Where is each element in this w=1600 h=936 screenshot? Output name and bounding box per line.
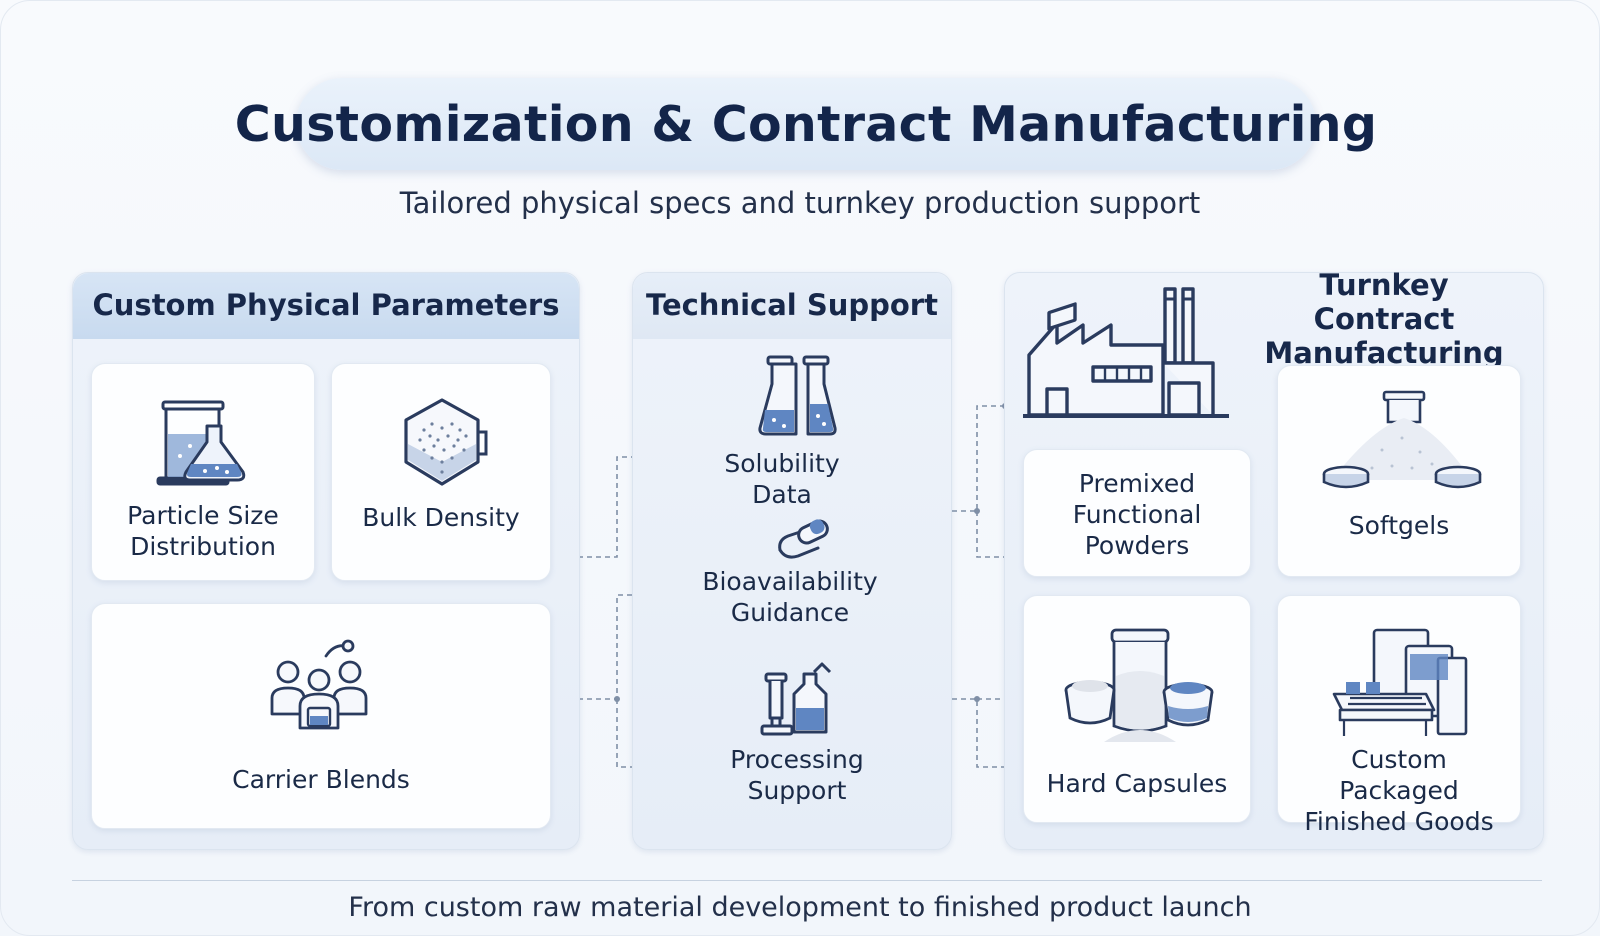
card-premixed-functional-powders: Premixed Functional Powders [1023, 449, 1251, 577]
footer-divider [72, 880, 1542, 881]
card-label-softgels: Softgels [1348, 511, 1450, 540]
item-label-solubility: Solubility Data [724, 449, 840, 509]
panel-title-custom-physical: Custom Physical Parameters [73, 273, 579, 339]
powder-cube-icon [404, 398, 488, 486]
card-label-premixed: Premixed Functional Powders [1072, 469, 1202, 560]
page-subtitle: Tailored physical specs and turnkey prod… [399, 186, 1201, 220]
card-label-carrier-blends: Carrier Blends [232, 765, 410, 794]
capsule-hand-icon [778, 519, 829, 559]
factory-icon [1023, 287, 1229, 418]
item-label-bioavailability: Bioavailability Guidance [702, 567, 878, 627]
card-softgels: Softgels [1277, 365, 1521, 577]
beaker-flask-icon [156, 400, 246, 486]
powder-jars-icon [1064, 628, 1214, 742]
card-particle-size-distribution: Particle Size Distribution [91, 363, 315, 581]
panel-custom-physical-parameters: Custom Physical Parameters Particle Size… [72, 272, 580, 850]
packaging-line-icon [1332, 628, 1468, 736]
powder-pile-icon [1322, 390, 1482, 489]
card-label-hard-capsules: Hard Capsules [1046, 769, 1228, 798]
footer-tagline: From custom raw material development to … [348, 892, 1252, 923]
panel-title-technical-support: Technical Support [633, 273, 951, 339]
card-label-psd: Particle Size Distribution [127, 501, 279, 561]
card-custom-packaged-finished-goods: Custom Packaged Finished Goods [1277, 595, 1521, 836]
team-blending-icon [270, 639, 368, 730]
card-hard-capsules: Hard Capsules [1023, 595, 1251, 823]
lab-equipment-icon [760, 662, 832, 736]
item-label-processing: Processing Support [730, 745, 864, 805]
card-bulk-density: Bulk Density [331, 363, 551, 581]
card-carrier-blends: Carrier Blends [91, 603, 551, 829]
page-title: Customization & Contract Manufacturing [234, 95, 1378, 153]
panel-title-turnkey: Turnkey Contract Manufacturing [1264, 268, 1504, 370]
panel-turnkey-contract: Turnkey Contract Manufacturing Premixed … [1004, 268, 1544, 850]
test-tubes-icon [758, 355, 837, 436]
card-label-packaged: Custom Packaged Finished Goods [1304, 745, 1494, 836]
card-label-bulk-density: Bulk Density [362, 503, 520, 532]
title-banner: Customization & Contract Manufacturing [235, 78, 1377, 170]
